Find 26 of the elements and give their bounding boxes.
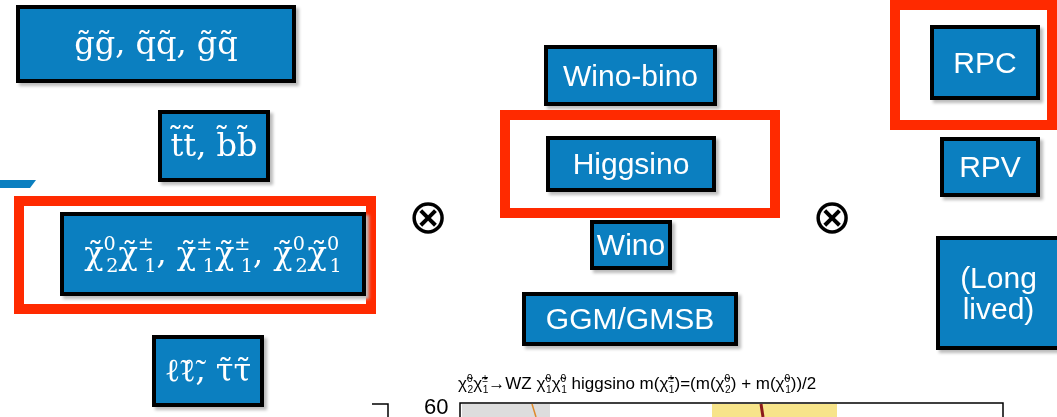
term-box (158, 110, 270, 182)
term-text: Wino (596, 229, 666, 261)
term-box (590, 220, 672, 270)
term-box (546, 136, 716, 192)
term-box (936, 236, 1057, 350)
times-symbol: ⊗ (408, 189, 448, 244)
term-text: RPV (959, 151, 1021, 183)
term-box (544, 45, 717, 106)
highlight-frame (890, 0, 1057, 130)
term-box (522, 292, 738, 346)
term-text: (Long lived) (959, 261, 1038, 325)
times-symbol: ⊗ (812, 189, 852, 244)
axis-tick-label: 60 (424, 394, 449, 417)
highlight-frame (14, 196, 376, 314)
term-box (940, 137, 1040, 197)
term-text: GGM/GMSB (545, 303, 715, 335)
term-text: Wino-bino (562, 59, 699, 92)
term-text: g̃g̃, q̃q̃, g̃q̃ (74, 27, 238, 61)
term-box (60, 212, 366, 296)
term-text: Higgsino (572, 148, 690, 180)
term-box (16, 5, 296, 83)
term-box (930, 25, 1040, 100)
term-text: RPC (953, 46, 1017, 79)
term-text: ℓ̃ℓ̃, τ̃τ̃ (164, 354, 252, 388)
term-box (152, 335, 264, 407)
highlight-frame (500, 110, 780, 218)
